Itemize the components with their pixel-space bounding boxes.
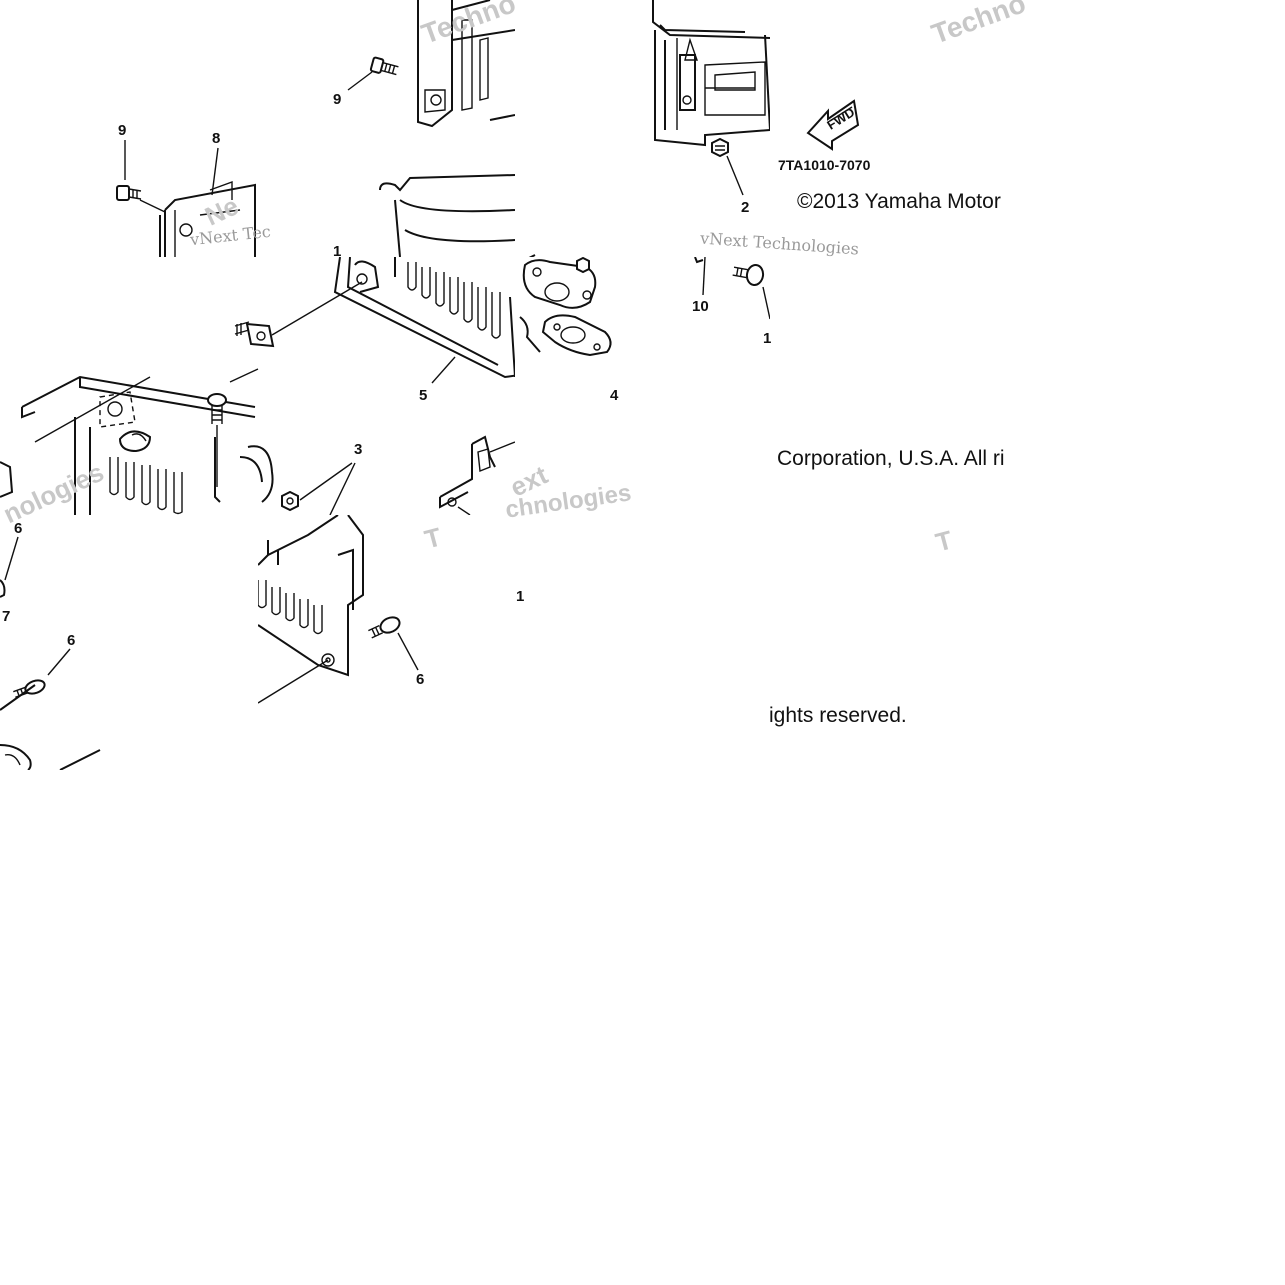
- diagram-tile-mid-right: [519, 257, 770, 357]
- diagram-tile-mid-left: [0, 257, 515, 515]
- part-number-label: 3: [354, 441, 363, 458]
- diagram-tile-bottom-mid: [258, 515, 419, 704]
- part-number-label: 1: [516, 588, 525, 605]
- part-number-label: 6: [416, 671, 425, 688]
- part-number-label: 6: [14, 520, 23, 537]
- diagram-tile-bottom-left: [0, 536, 101, 770]
- part-number-label: 1: [763, 330, 772, 347]
- diagram-tile-top-left: [116, 0, 515, 257]
- watermark-text: T: [932, 524, 956, 558]
- part-number-label: 1: [333, 243, 342, 260]
- part-number-label: 6: [67, 632, 76, 649]
- watermark-text: Techno: [927, 0, 1030, 50]
- part-number-label: 9: [118, 122, 127, 139]
- part-number-label: 8: [212, 130, 221, 147]
- part-number-label: 9: [333, 91, 342, 108]
- copyright-line-3: ights reserved.: [769, 704, 907, 727]
- part-number-label: 10: [692, 298, 709, 315]
- part-number-label: 5: [419, 387, 428, 404]
- fwd-arrow-icon: [806, 99, 860, 151]
- diagram-part-code: 7TA1010-7070: [778, 157, 871, 173]
- copyright-line-2: Corporation, U.S.A. All ri: [777, 447, 1005, 470]
- part-number-label: 2: [741, 199, 750, 216]
- copyright-line-1: ©2013 Yamaha Motor: [797, 190, 1001, 213]
- part-number-label: 4: [610, 387, 619, 404]
- part-number-label: 7: [2, 608, 11, 625]
- diagram-tile-top-right: [528, 0, 770, 257]
